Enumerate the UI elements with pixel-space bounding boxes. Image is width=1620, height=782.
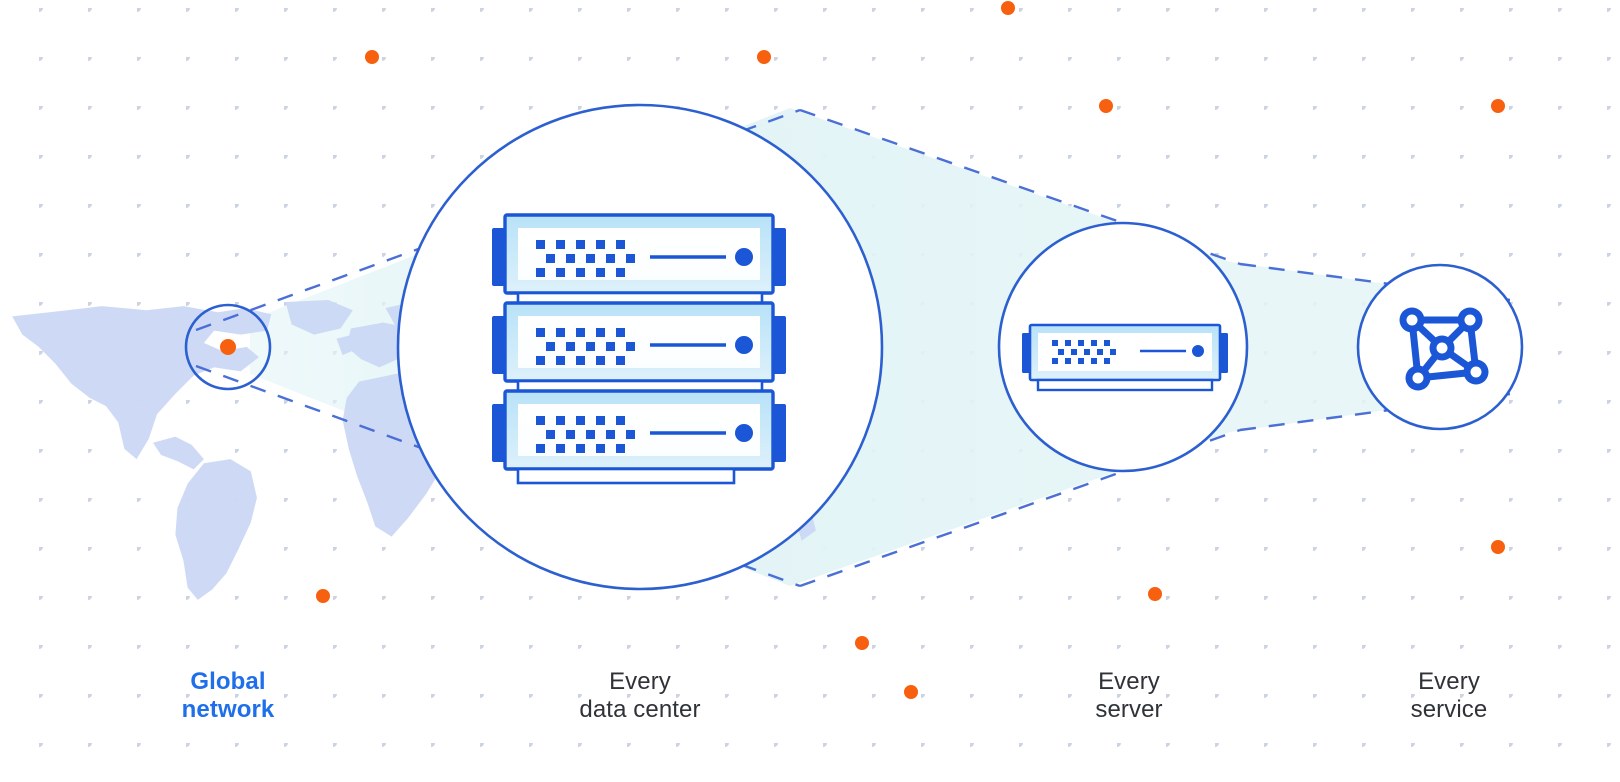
rack-unit-3 bbox=[492, 389, 786, 471]
global-network-circle bbox=[184, 303, 272, 391]
accent-dot bbox=[855, 636, 869, 650]
accent-dot bbox=[1099, 99, 1113, 113]
stage-every-service[interactable] bbox=[1356, 263, 1524, 431]
europe-location-marker bbox=[220, 339, 236, 355]
accent-dot bbox=[1491, 540, 1505, 554]
accent-dot bbox=[316, 589, 330, 603]
service-graph-nodes bbox=[1399, 307, 1489, 391]
accent-dot bbox=[365, 50, 379, 64]
rack-unit-2-led-grid bbox=[536, 328, 635, 365]
single-server-icon bbox=[1022, 323, 1228, 392]
rack-unit-3-led-grid bbox=[536, 416, 635, 453]
service-graph-icon bbox=[1399, 307, 1489, 391]
accent-grid-dots bbox=[316, 1, 1505, 699]
server-base bbox=[1036, 378, 1214, 392]
rack-unit-2-status-dot bbox=[735, 336, 753, 354]
rack-unit-1 bbox=[492, 213, 786, 295]
accent-dot bbox=[1491, 99, 1505, 113]
server-status-dot bbox=[1192, 345, 1204, 357]
server-led-grid bbox=[1052, 340, 1116, 364]
accent-dot bbox=[1001, 1, 1015, 15]
stage-every-data-center[interactable] bbox=[396, 103, 884, 591]
rack-unit-1-status-dot bbox=[735, 248, 753, 266]
server-rack-icon bbox=[492, 213, 786, 485]
accent-dot bbox=[757, 50, 771, 64]
stage-global-network[interactable] bbox=[184, 303, 272, 391]
rack-base bbox=[516, 467, 736, 485]
rack-unit-3-status-dot bbox=[735, 424, 753, 442]
rack-unit-2 bbox=[492, 301, 786, 383]
accent-dot bbox=[904, 685, 918, 699]
accent-dot bbox=[1148, 587, 1162, 601]
rack-unit-1-led-grid bbox=[536, 240, 635, 277]
stage-every-server[interactable] bbox=[997, 221, 1249, 473]
